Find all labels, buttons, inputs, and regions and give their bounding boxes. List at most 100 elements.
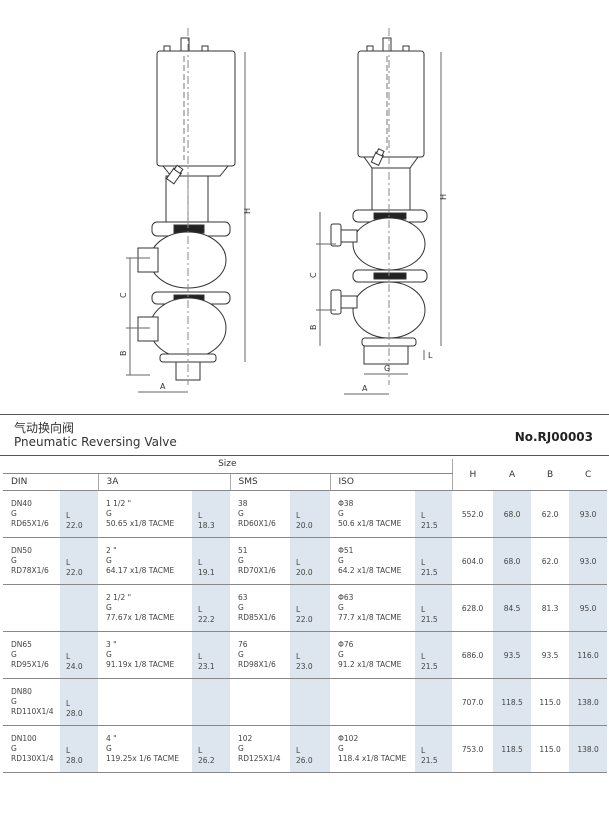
document-number: No.RJ00003 [514, 430, 593, 444]
col-header-b: B [531, 459, 570, 491]
iso-g: G [338, 744, 344, 753]
din-l-label: L [66, 558, 71, 567]
din-thread: RD65X1/6 [11, 519, 49, 528]
sms-l-label: L [296, 652, 301, 661]
iso-l-value: 21.5 [421, 662, 438, 671]
sms-g: G [238, 603, 244, 612]
b-value: 62.0 [531, 537, 570, 585]
din-g: G [11, 509, 17, 518]
h-value: 707.0 [452, 678, 494, 726]
sms-l-label: L [296, 558, 301, 567]
a-value: 68.0 [493, 490, 532, 538]
sms-thread: RD98X1/6 [238, 660, 276, 669]
right-dim-label-c: C [309, 272, 318, 278]
col-header-c: C [569, 459, 608, 491]
iso-size: Φ51 [338, 546, 354, 555]
a-value: 84.5 [493, 584, 532, 632]
din-l-value: 22.0 [66, 568, 83, 577]
3a-g: G [106, 650, 112, 659]
din-size: DN80 [11, 687, 32, 696]
right-dim-label-a: A [362, 384, 368, 393]
a-value: 68.0 [493, 537, 532, 585]
left-valve-drawing [126, 28, 246, 393]
3a-l-label: L [198, 652, 203, 661]
3a-thread: 91.19x 1/8 TACME [106, 660, 175, 669]
c-value: 116.0 [569, 631, 608, 679]
title-block: 气动换向阀 Pneumatic Reversing Valve [14, 421, 177, 450]
3a-size: 2 1/2 " [106, 593, 132, 602]
a-value: 118.5 [493, 725, 532, 773]
sms-l-value: 23.0 [296, 662, 313, 671]
col-header-din: DIN [3, 473, 99, 491]
left-dim-label-b: B [119, 351, 128, 357]
right-valve-drawing [316, 28, 442, 395]
title-english: Pneumatic Reversing Valve [14, 435, 177, 449]
iso-l-value: 21.5 [421, 615, 438, 624]
iso-thread: 77.7 x1/8 TACME [338, 613, 402, 622]
left-dim-label-a: A [160, 382, 166, 391]
iso-g: G [338, 509, 344, 518]
iso-l-label: L [421, 605, 426, 614]
b-value: 81.3 [531, 584, 570, 632]
3a-size: 1 1/2 " [106, 499, 132, 508]
col-header-a: A [493, 459, 532, 491]
left-dim-label-c: C [119, 292, 128, 298]
iso-size: Φ76 [338, 640, 354, 649]
sms-g: G [238, 744, 244, 753]
din-l-label: L [66, 746, 71, 755]
sms-l-label: L [296, 605, 301, 614]
h-value: 604.0 [452, 537, 494, 585]
3a-l-value: 19.1 [198, 568, 215, 577]
iso-l-value: 21.5 [421, 568, 438, 577]
3a-l-label: L [198, 558, 203, 567]
top-rule [0, 414, 609, 415]
3a-l-value: 18.3 [198, 521, 215, 530]
3a-size: 4 " [106, 734, 117, 743]
iso-g: G [338, 603, 344, 612]
sms-size: 63 [238, 593, 248, 602]
din-g: G [11, 744, 17, 753]
din-size: DN50 [11, 546, 32, 555]
c-value: 138.0 [569, 678, 608, 726]
3a-g: G [106, 556, 112, 565]
b-value: 115.0 [531, 725, 570, 773]
din-l-value: 28.0 [66, 756, 83, 765]
din-l-label: L [66, 699, 71, 708]
sms-size: 102 [238, 734, 253, 743]
3a-l-label: L [198, 511, 203, 520]
b-value: 62.0 [531, 490, 570, 538]
3a-l-label: L [198, 746, 203, 755]
iso-size: Φ63 [338, 593, 354, 602]
sms-g: G [238, 556, 244, 565]
iso-l-label: L [421, 746, 426, 755]
3a-size: 3 " [106, 640, 117, 649]
a-value: 93.5 [493, 631, 532, 679]
iso-thread: 91.2 x1/8 TACME [338, 660, 402, 669]
3a-l-label: L [198, 605, 203, 614]
3a-thread: 77.67x 1/8 TACME [106, 613, 175, 622]
din-thread: RD110X1/4 [11, 707, 54, 716]
iso-size: Φ102 [338, 734, 359, 743]
din-thread: RD130X1/4 [11, 754, 54, 763]
col-header-h: H [451, 459, 494, 491]
sms-thread: RD125X1/4 [238, 754, 281, 763]
din-size: DN65 [11, 640, 32, 649]
h-value: 753.0 [452, 725, 494, 773]
din-l-value: 22.0 [66, 521, 83, 530]
3a-thread: 64.17 x1/8 TACME [106, 566, 175, 575]
sms-l-value: 22.0 [296, 615, 313, 624]
sms-thread: RD85X1/6 [238, 613, 276, 622]
iso-l-value: 21.5 [421, 756, 438, 765]
iso-l-value: 21.5 [421, 521, 438, 530]
sms-l-label: L [296, 746, 301, 755]
title-chinese: 气动换向阀 [14, 421, 75, 435]
3a-l-value: 22.2 [198, 615, 215, 624]
col-header-sms: SMS [230, 473, 331, 491]
din-l-value: 24.0 [66, 662, 83, 671]
right-dim-label-b: B [309, 325, 318, 331]
